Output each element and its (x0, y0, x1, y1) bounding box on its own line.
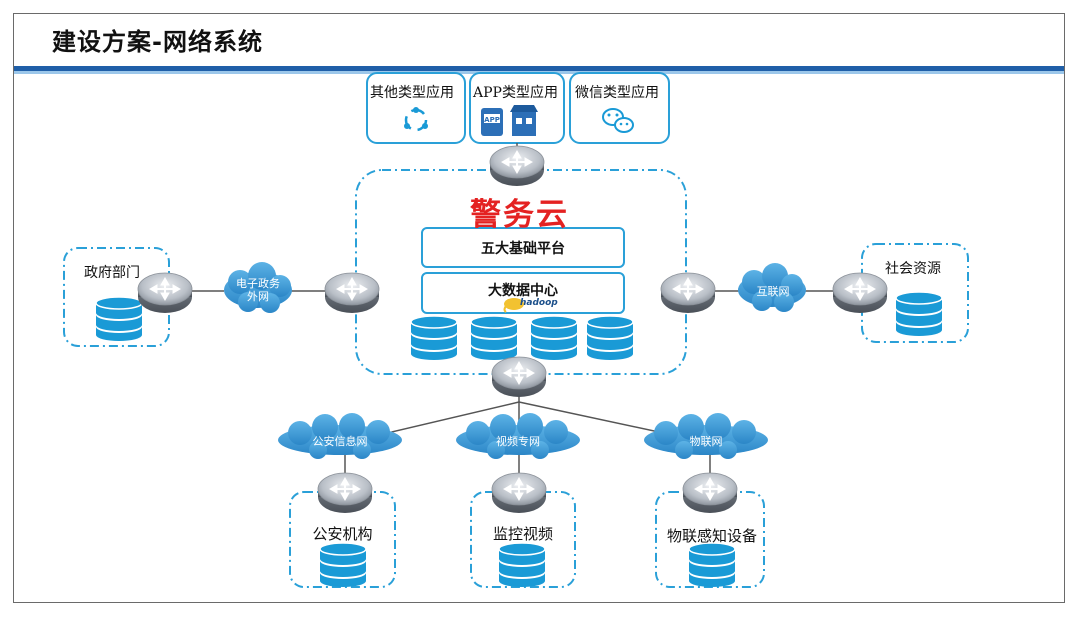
app-label-app: APP类型应用 (473, 85, 558, 101)
cloud-database-2 (470, 315, 518, 361)
iot-network-cloud (644, 413, 768, 459)
police-agency-label: 公安机构 (312, 525, 373, 543)
e-gov-network-cloud (224, 262, 292, 313)
cloud-database-4 (586, 315, 634, 361)
social-database (895, 291, 943, 337)
router-cloud-right (660, 272, 716, 314)
e-gov-network-line1: 电子政务 (236, 277, 280, 290)
internet-label: 互联网 (756, 285, 790, 298)
app-box-other (366, 72, 466, 144)
public-security-network-cloud (278, 413, 402, 459)
platform-label: 五大基础平台 (481, 241, 565, 257)
platform-box (421, 227, 625, 268)
iot-device-database (688, 542, 736, 588)
router-top (489, 145, 545, 187)
iot-network-label: 物联网 (689, 435, 723, 448)
internet-cloud (738, 263, 806, 312)
e-gov-network-label: 电子政务 外网 (224, 277, 292, 303)
police-cloud-title: 警务云 (470, 197, 569, 233)
hadoop-label: hadoop (520, 298, 558, 308)
e-gov-network-line2: 外网 (247, 290, 269, 303)
svg-text:APP: APP (484, 116, 500, 124)
datacenter-label: 大数据中心 (488, 283, 558, 299)
router-cloud-left (324, 272, 380, 314)
cloud-database-3 (530, 315, 578, 361)
router-video-monitor (491, 472, 547, 514)
slide-title: 建设方案-网络系统 (52, 28, 263, 56)
hadoop-logo-icon (503, 298, 524, 313)
router-gov (137, 272, 193, 314)
iot-device-label: 物联感知设备 (666, 527, 757, 545)
cloud-database-1 (410, 315, 458, 361)
slide-frame (13, 13, 1065, 603)
wechat-icon (602, 108, 634, 133)
app-label-other: 其他类型应用 (370, 85, 454, 101)
gov-database (95, 296, 143, 342)
police-agency-database (319, 542, 367, 588)
video-network-cloud (456, 413, 580, 459)
video-network-label: 视频专网 (496, 435, 540, 448)
video-monitor-label: 监控视频 (492, 525, 553, 543)
app-store-icon: APP (481, 105, 538, 136)
router-police-agency (317, 472, 373, 514)
router-cloud-bottom (491, 356, 547, 398)
router-social (832, 272, 888, 314)
title-underline (14, 66, 1064, 71)
video-monitor-database (498, 542, 546, 588)
cycle-arrows-icon (404, 107, 428, 132)
app-label-wechat: 微信类型应用 (575, 85, 659, 101)
router-iot-device (682, 472, 738, 514)
app-box-wechat (569, 72, 670, 144)
social-resource-label: 社会资源 (885, 261, 941, 277)
datacenter-box (421, 272, 625, 314)
gov-dept-label: 政府部门 (84, 265, 140, 281)
public-security-network-label: 公安信息网 (312, 435, 368, 448)
